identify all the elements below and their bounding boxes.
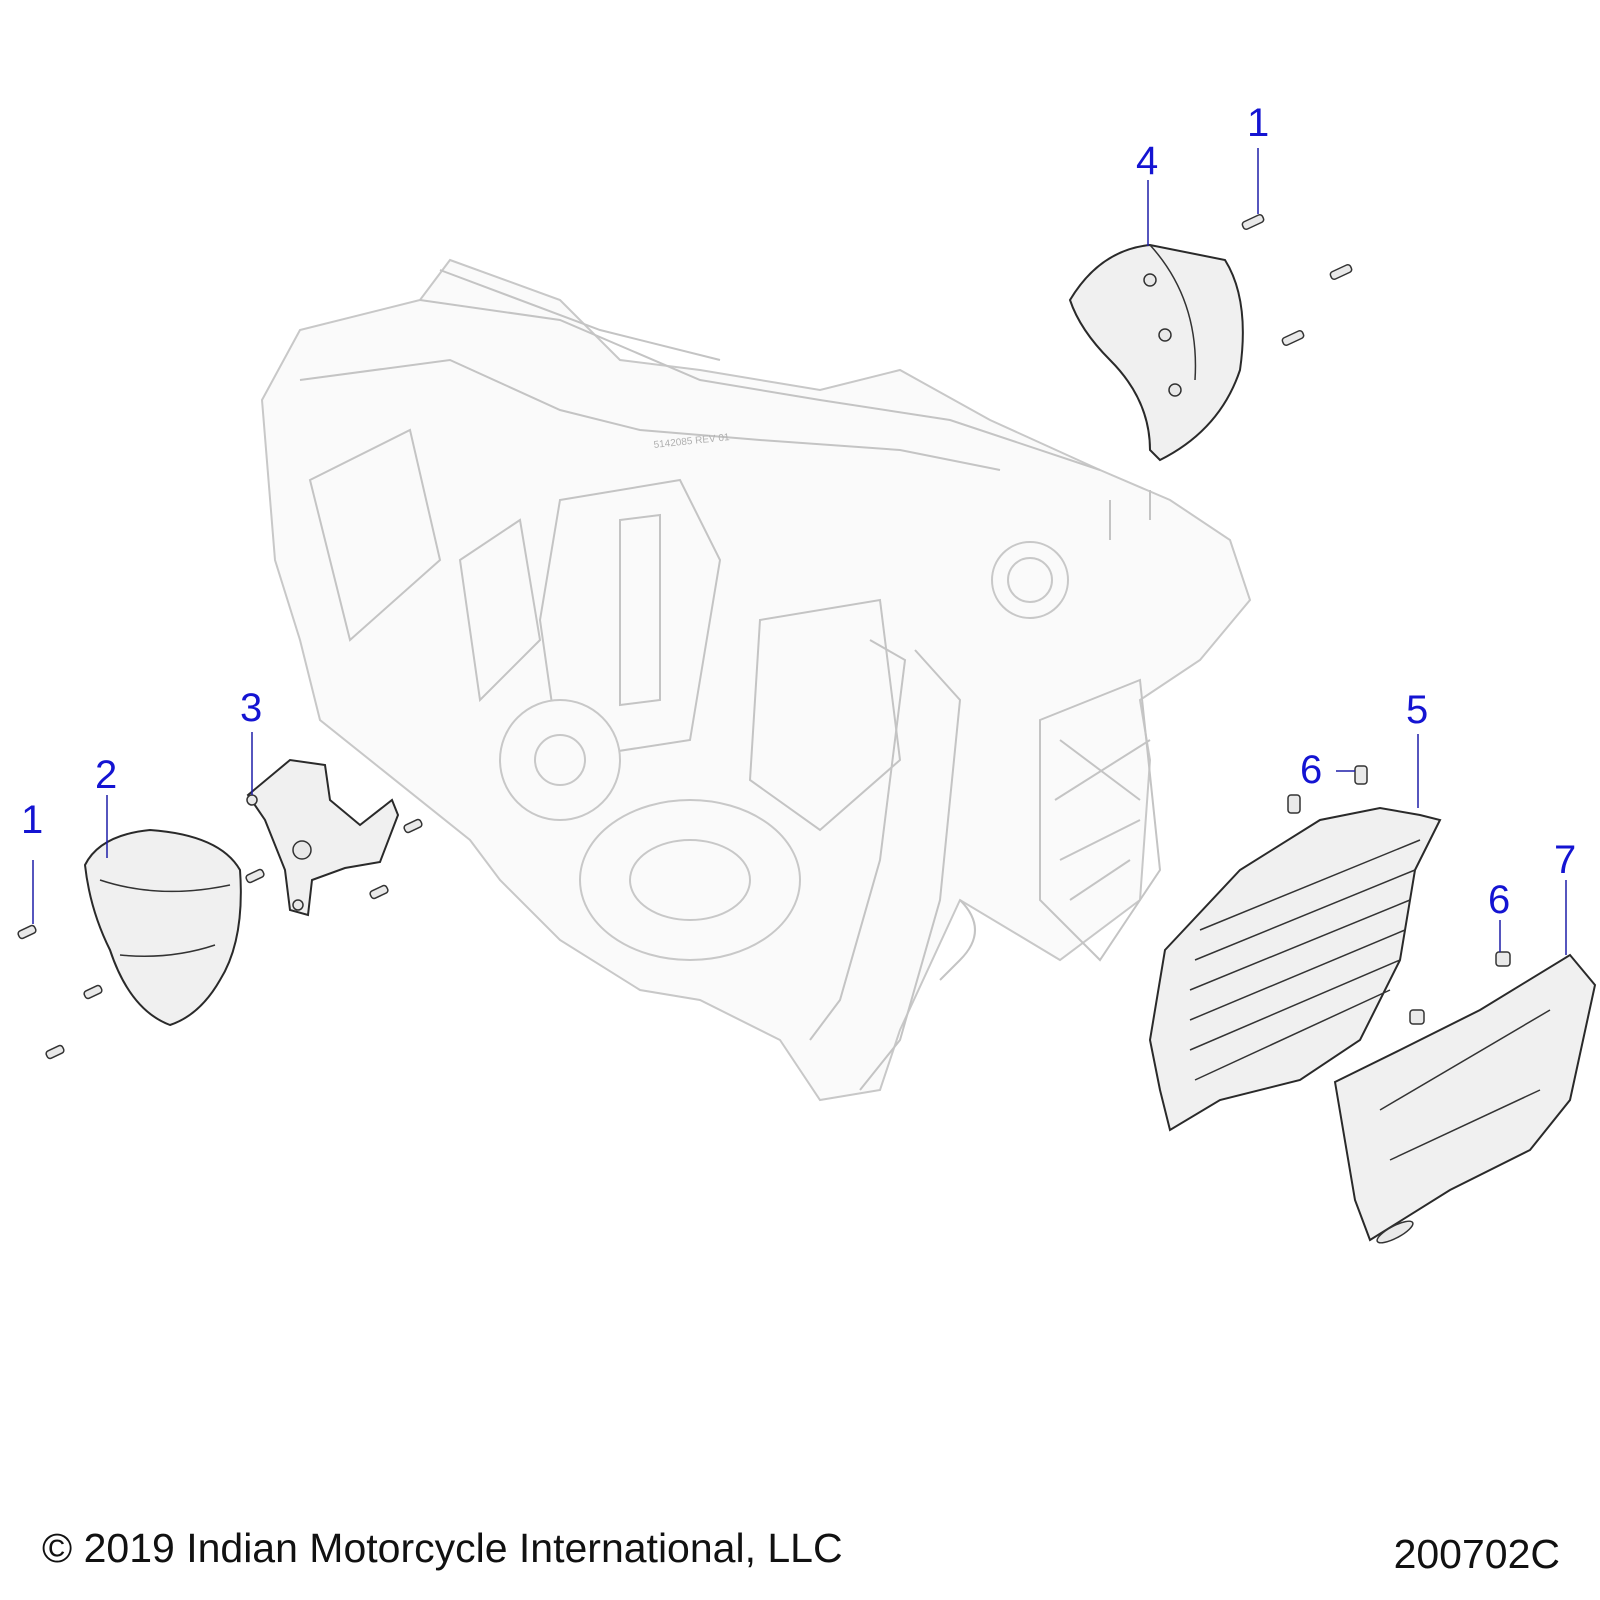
part-4-cover: [1068, 243, 1244, 462]
copyright-notice: © 2019 Indian Motorcycle International, …: [42, 1525, 843, 1571]
callout-2: 2: [95, 753, 118, 797]
frame-and-engine-ghost: 5142085 REV 01: [260, 258, 1252, 1102]
callout-6-lower: 6: [1488, 878, 1511, 922]
part-3-bracket: [246, 758, 400, 917]
callout-5: 5: [1406, 688, 1429, 732]
part-3-bolts: [245, 818, 423, 900]
drawing-number: 200702C: [1393, 1531, 1560, 1577]
part-1-bolts-top: [1241, 213, 1353, 347]
callout-4: 4: [1136, 139, 1159, 183]
callout-6-upper: 6: [1300, 748, 1323, 792]
leader-lines: [32, 148, 1567, 955]
callout-7: 7: [1554, 838, 1577, 882]
part-7-cover: [1333, 953, 1597, 1244]
callout-1-top: 1: [1247, 101, 1270, 145]
part-6-fasteners: [1287, 765, 1511, 1025]
part-5-grille: [1148, 806, 1442, 1132]
part-2-cover: [83, 828, 242, 1027]
callout-3: 3: [240, 686, 263, 730]
callout-1-left: 1: [21, 798, 44, 842]
part-1-bolts-left: [17, 924, 103, 1060]
